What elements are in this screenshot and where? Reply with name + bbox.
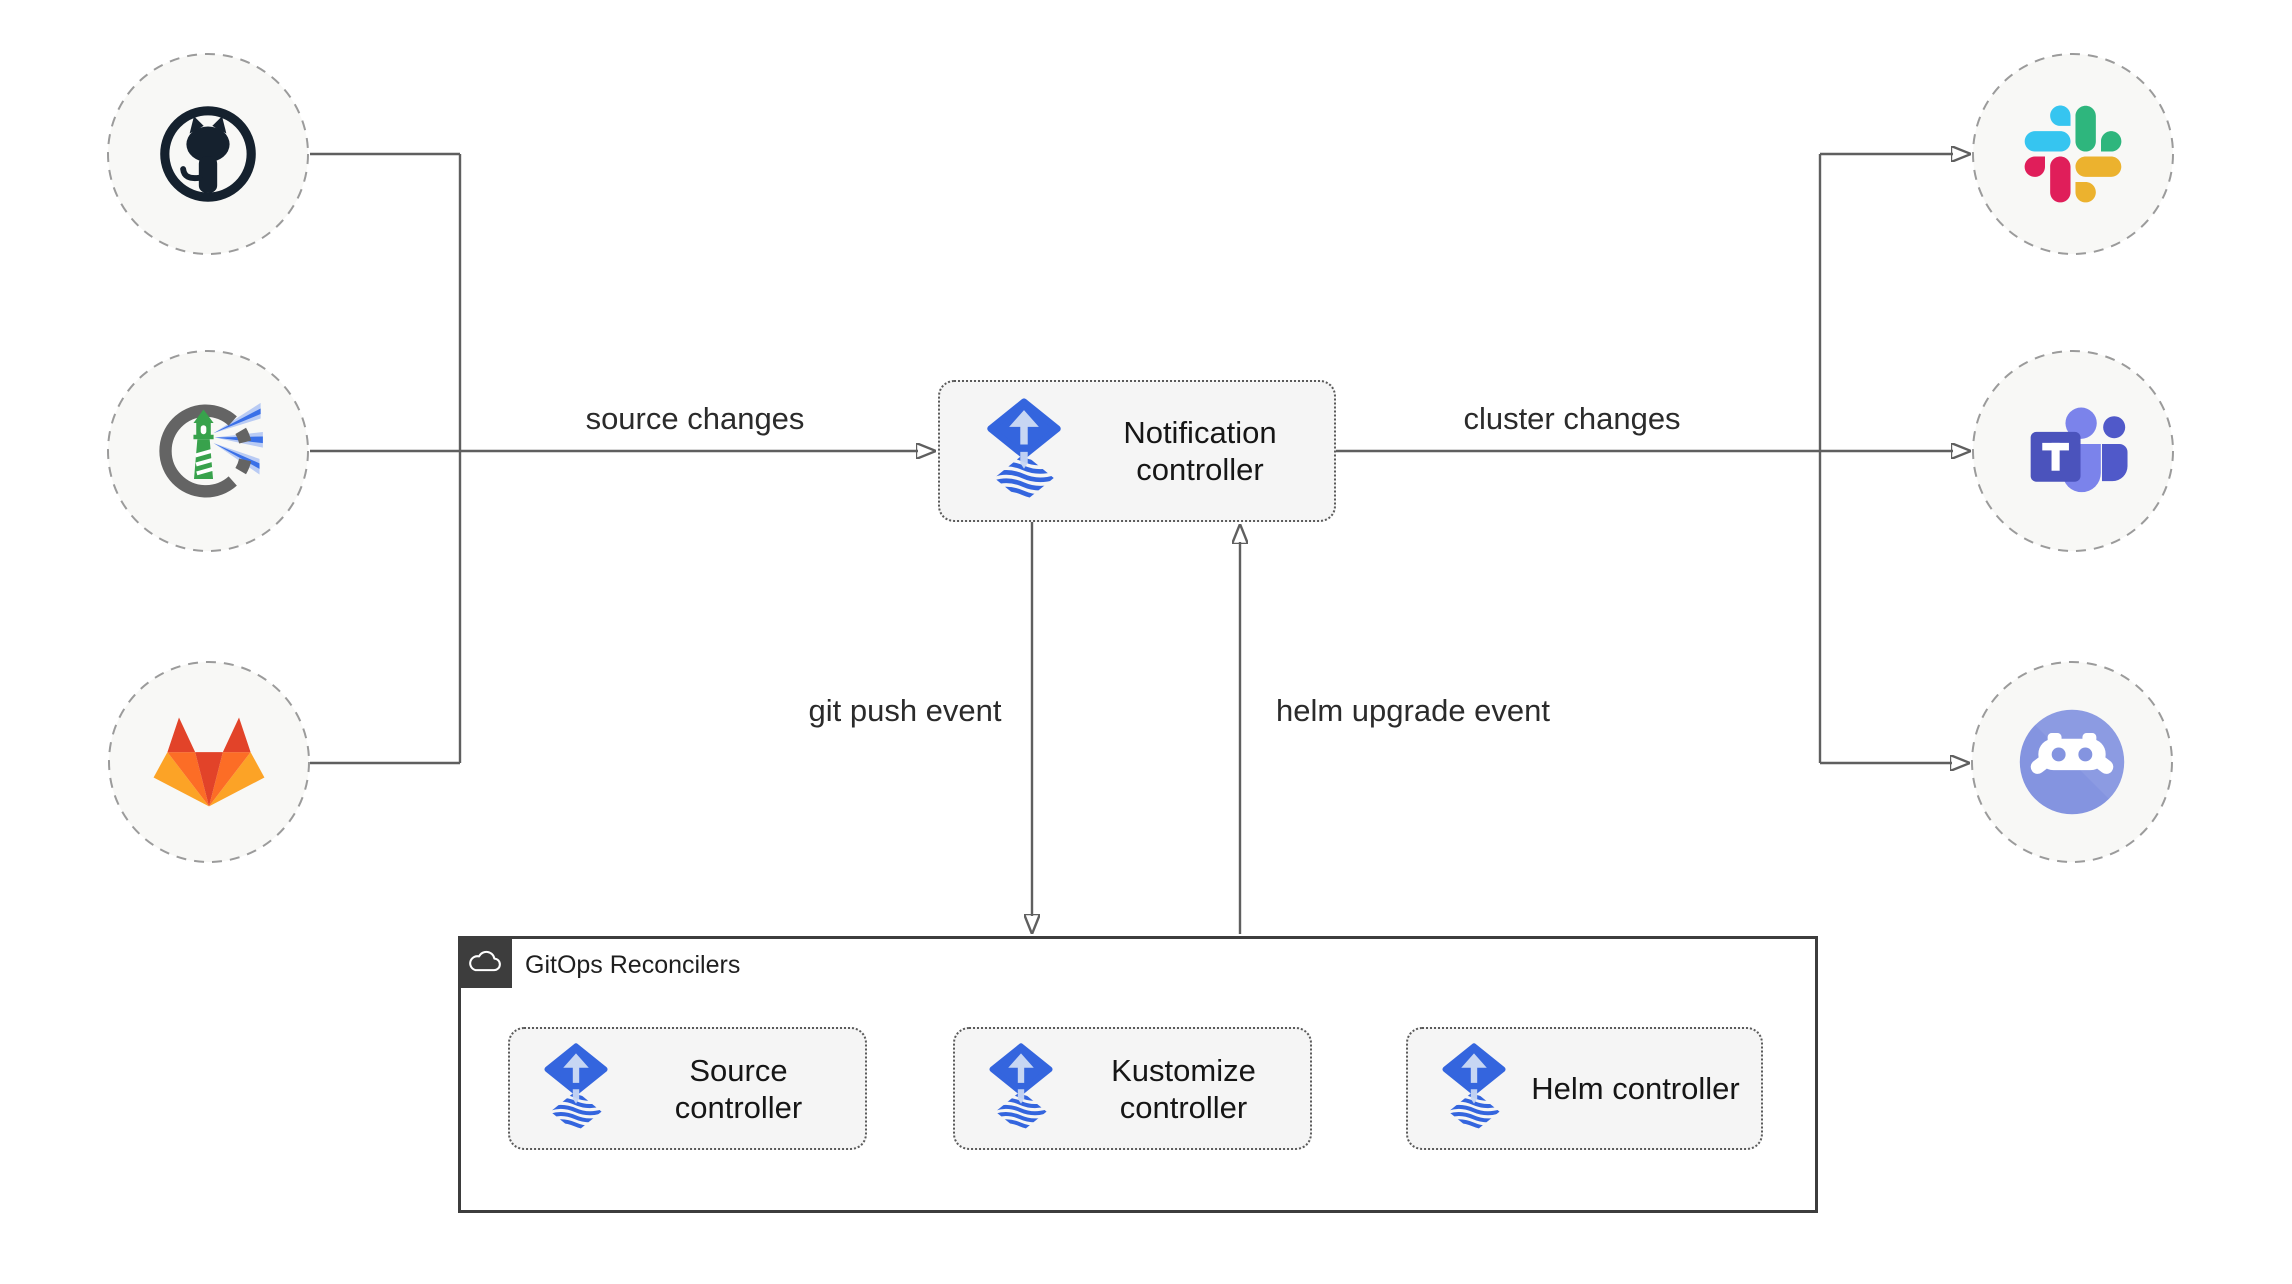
flux-icon [1438,1043,1510,1134]
dashed-ring [1972,53,2174,255]
notification-controller-node[interactable]: Notification controller [938,380,1336,522]
github-node[interactable] [106,52,310,256]
flux-icon [982,398,1066,504]
node-label: Helm controller [1531,1071,1740,1106]
harbor-node[interactable] [106,349,310,553]
node-label: Source controller [674,1052,803,1125]
edge-label-cluster-changes: cluster changes [1463,401,1681,436]
node-label: Notification controller [1123,415,1277,487]
helm-controller-node[interactable]: Helm controller [1406,1027,1763,1150]
node-label: Kustomize controller [1111,1052,1256,1125]
flux-icon [540,1043,612,1134]
discord-node[interactable] [1970,660,2174,864]
cloud-icon [466,947,504,977]
edge-label-helm-upgrade-event: helm upgrade event [1275,693,1551,728]
edge-label-git-push-event: git push event [808,693,1002,728]
flux-icon [985,1043,1057,1134]
ms-teams-node[interactable] [1971,349,2175,553]
kustomize-controller-node[interactable]: Kustomize controller [953,1027,1312,1150]
github-icon [106,52,310,256]
edge-label-source-changes: source changes [585,401,805,436]
ms-teams-icon [1971,349,2175,553]
harbor-icon [106,349,310,553]
gitlab-node[interactable] [107,660,311,864]
container-title: GitOps Reconcilers [525,951,741,979]
gitlab-icon [107,660,311,864]
source-controller-node[interactable]: Source controller [508,1027,867,1150]
slack-node[interactable] [1971,52,2175,256]
slack-icon [1971,52,2175,256]
discord-icon [1970,660,2174,864]
container-badge [458,936,512,988]
